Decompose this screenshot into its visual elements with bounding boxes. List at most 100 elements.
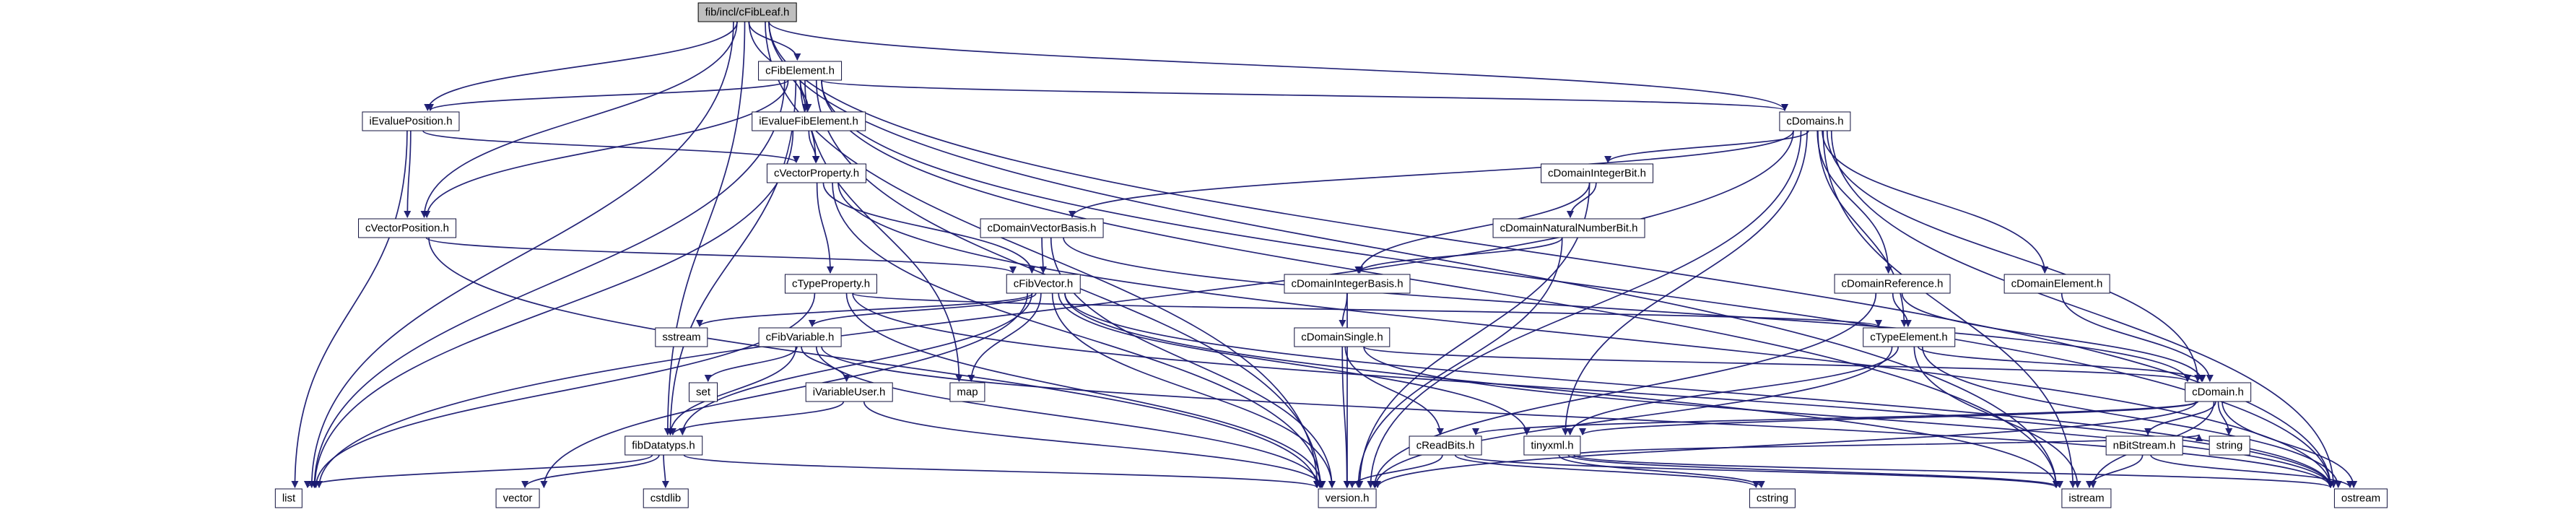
edge-cReadBits-to-istream <box>1463 454 2060 489</box>
edge-cDomains-to-istream <box>1822 130 2077 489</box>
graph-node-iEvalueFibElement[interactable]: iEvalueFibElement.h <box>752 111 866 131</box>
edge-cFibLeaf-to-cVectorPosition <box>420 21 738 219</box>
graph-node-cDomainReference[interactable]: cDomainReference.h <box>1834 274 1951 294</box>
edge-tinyxml-to-istream <box>1567 454 2063 489</box>
edge-cReadBits-to-cstring <box>1454 454 1760 489</box>
graph-node-cReadBits[interactable]: cReadBits.h <box>1409 435 1482 456</box>
edge-cFibVector-to-cFibVariable <box>808 292 1037 328</box>
edge-cDomains-to-list <box>315 130 1794 489</box>
edge-cFibElement-to-iEvaluePosition <box>427 79 789 112</box>
edge-cDomain-to-cReadBits <box>1472 401 2197 436</box>
edge-cFibLeaf-to-iEvaluePosition <box>424 21 738 112</box>
edge-cFibVector-to-ostream <box>1064 292 2334 489</box>
edge-cFibVector-to-version <box>1051 292 1336 489</box>
graph-node-fibDatatyps[interactable]: fibDatatyps.h <box>625 435 702 456</box>
edge-cFibElement-to-map <box>804 79 963 383</box>
graph-node-cVectorPosition[interactable]: cVectorPosition.h <box>358 218 456 238</box>
edge-cFibElement-to-cVectorPosition <box>423 79 789 219</box>
graph-node-version[interactable]: version.h <box>1318 488 1377 508</box>
graph-node-vector: vector <box>495 488 540 508</box>
edge-fibDatatyps-to-version <box>683 454 1320 489</box>
edge-cReadBits-to-version <box>1348 454 1443 489</box>
edge-cVectorPosition-to-cFibVector <box>425 237 1017 274</box>
edge-iEvaluePosition-to-list <box>291 130 408 489</box>
edge-cFibVariable-to-version <box>815 346 1324 489</box>
graph-node-cDomainNaturalNumberBit[interactable]: cDomainNaturalNumberBit.h <box>1492 218 1645 238</box>
edge-cDomains-to-cTypeElement <box>1817 130 1908 328</box>
edge-nBitStream-to-istream <box>2085 454 2144 489</box>
graph-node-iEvaluePosition[interactable]: iEvaluePosition.h <box>362 111 460 131</box>
graph-node-cDomainVectorBasis[interactable]: cDomainVectorBasis.h <box>980 218 1104 238</box>
edge-tinyxml-to-cstring <box>1558 454 1765 489</box>
edge-cVectorProperty-to-version <box>832 182 1325 489</box>
graph-node-istream: istream <box>2061 488 2112 508</box>
edge-cFibLeaf-to-ostream <box>768 21 2335 489</box>
edge-cTypeElement-to-ostream <box>1921 346 2342 489</box>
edge-iVariableUser-to-fibDatatyps <box>669 401 845 436</box>
graph-node-cDomains[interactable]: cDomains.h <box>1779 111 1851 131</box>
edge-cFibVector-to-sstream <box>696 292 1033 328</box>
edge-iEvaluePosition-to-cVectorPosition <box>404 130 412 219</box>
edge-cFibElement-to-cDomains <box>821 79 1788 112</box>
edge-cFibLeaf-to-list <box>308 21 734 489</box>
edge-cDomainSingle-to-version <box>1341 346 1351 489</box>
edge-cDomainIntegerBit-to-cDomainNaturalNumberBit <box>1566 182 1597 219</box>
graph-node-cFibVariable[interactable]: cFibVariable.h <box>758 327 842 347</box>
edge-cFibElement-to-fibDatatyps <box>666 79 797 436</box>
edge-cDomains-to-cDomainIntegerBit <box>1604 130 1809 164</box>
edge-cFibVariable-to-set <box>704 346 798 383</box>
edge-cFibVariable-to-ostream <box>821 346 2334 489</box>
graph-node-cDomainSingle[interactable]: cDomainSingle.h <box>1294 327 1391 347</box>
graph-node-cTypeElement[interactable]: cTypeElement.h <box>1863 327 1955 347</box>
edge-cDomain-to-ostream <box>2222 401 2358 489</box>
edge-cFibElement-to-iEvalueFibElement <box>799 79 812 112</box>
edge-cFibVariable-to-iVariableUser <box>801 346 850 383</box>
edge-cDomainElement-to-cDomain <box>2061 292 2214 383</box>
edge-cTypeElement-to-version <box>1371 346 1893 489</box>
edge-cDomainVectorBasis-to-cFibVector <box>1039 237 1047 274</box>
edge-cDomain-to-tinyxml <box>1579 401 2199 436</box>
graph-node-cFibVector[interactable]: cFibVector.h <box>1006 274 1081 294</box>
edge-cDomain-to-version <box>1374 401 2197 489</box>
graph-node-cTypeProperty[interactable]: cTypeProperty.h <box>784 274 878 294</box>
edge-iVariableUser-to-version <box>863 401 1326 489</box>
graph-node-ostream: ostream <box>2333 488 2388 508</box>
edge-fibDatatyps-to-vector <box>521 454 660 489</box>
graph-node-cDomainIntegerBit[interactable]: cDomainIntegerBit.h <box>1541 163 1653 183</box>
edge-cDomains-to-ostream <box>1830 130 2338 489</box>
edge-cFibLeaf-to-cDomains <box>768 21 1788 112</box>
edge-cFibLeaf-to-fibDatatyps <box>663 21 746 436</box>
graph-node-iVariableUser[interactable]: iVariableUser.h <box>805 382 893 402</box>
edge-cDomainSingle-to-ostream <box>1363 346 2334 489</box>
graph-node-cDomain[interactable]: cDomain.h <box>2185 382 2251 402</box>
edge-cTypeElement-to-cDomain <box>1917 346 2206 383</box>
graph-node-cFibLeaf[interactable]: fib/incl/cFibLeaf.h <box>697 2 797 22</box>
graph-node-cVectorProperty[interactable]: cVectorProperty.h <box>766 163 867 183</box>
graph-node-cDomainIntegerBasis[interactable]: cDomainIntegerBasis.h <box>1284 274 1411 294</box>
edge-cVectorProperty-to-cTypeProperty <box>816 182 835 274</box>
graph-node-cFibElement[interactable]: cFibElement.h <box>758 61 842 81</box>
edge-cVectorProperty-to-ostream <box>837 182 2335 489</box>
edge-cDomainSingle-to-cDomain <box>1363 346 2191 383</box>
graph-node-nBitStream[interactable]: nBitStream.h <box>2105 435 2183 456</box>
graph-node-cDomainElement[interactable]: cDomainElement.h <box>2003 274 2110 294</box>
graph-node-tinyxml[interactable]: tinyxml.h <box>1523 435 1581 456</box>
edge-cFibVector-to-tinyxml <box>1058 292 1531 436</box>
edge-cDomainIntegerBit-to-cDomainIntegerBasis <box>1356 182 1591 274</box>
edge-cTypeProperty-to-list <box>312 292 816 489</box>
edge-cFibLeaf-to-version <box>765 21 1321 489</box>
edge-cDomains-to-cDomainReference <box>1816 130 1892 274</box>
edge-cFibElement-to-ostream <box>821 79 2335 489</box>
graph-node-sstream: sstream <box>655 327 708 347</box>
edge-iEvalueFibElement-to-cVectorProperty <box>808 130 820 164</box>
edge-cDomains-to-tinyxml <box>1562 130 1808 436</box>
edge-fibDatatyps-to-list <box>304 454 653 489</box>
edge-cDomainIntegerBit-to-version <box>1356 182 1591 489</box>
edge-cTypeElement-to-tinyxml <box>1566 346 1900 436</box>
graph-node-cstdlib: cstdlib <box>643 488 689 508</box>
edge-cFibVector-to-vector <box>540 292 1029 489</box>
edge-cDomainReference-to-cDomain <box>1901 292 2206 383</box>
edge-cTypeProperty-to-cTypeElement <box>852 292 1882 328</box>
